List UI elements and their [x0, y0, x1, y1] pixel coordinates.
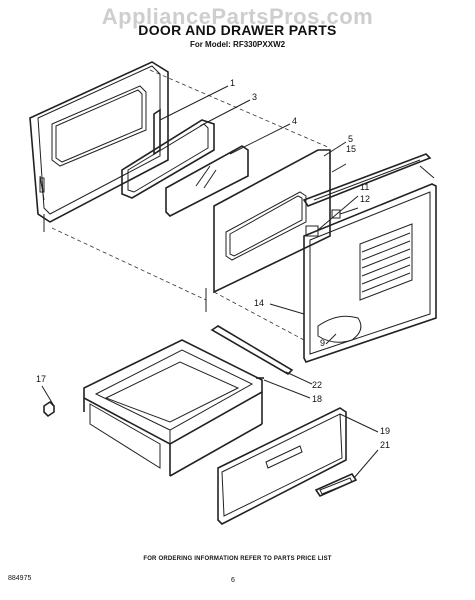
- page-number: 6: [231, 577, 235, 584]
- part-1-trim-strip: [153, 108, 161, 156]
- door-inner-panel: [303, 183, 437, 363]
- model-subtitle: For Model: RF330PXXW2: [189, 40, 286, 49]
- drawer-box: [83, 339, 263, 477]
- callout-19: 19: [380, 426, 390, 436]
- part-4-glass-pane: [165, 145, 249, 217]
- callout-9: 9: [320, 338, 325, 348]
- callout-22: 22: [312, 380, 322, 390]
- page-title: DOOR AND DRAWER PARTS: [138, 22, 337, 38]
- outer-door-panel: [29, 61, 169, 232]
- callout-11: 11: [360, 182, 369, 192]
- callout-3: 3: [252, 92, 257, 102]
- document-id: 884975: [8, 575, 32, 582]
- part-15-hinge-bar: [302, 153, 435, 207]
- callout-21: 21: [380, 440, 390, 450]
- callout-1: 1: [230, 78, 235, 88]
- part-17-drawer-stop: [43, 400, 55, 418]
- callout-18: 18: [312, 394, 322, 404]
- callout-14: 14: [254, 298, 264, 308]
- leader-lines: [41, 85, 379, 479]
- part-5-inner-liner: [205, 149, 331, 312]
- callout-15: 15: [346, 144, 356, 154]
- part-21-drawer-handle: [314, 472, 358, 498]
- alignment-lines: [51, 69, 331, 341]
- callout-5: 5: [348, 134, 353, 144]
- ordering-info-note: FOR ORDERING INFORMATION REFER TO PARTS …: [143, 556, 332, 562]
- callout-4: 4: [292, 116, 297, 126]
- vent-grille: [359, 223, 413, 301]
- callout-12: 12: [360, 194, 370, 204]
- callout-labels: 1 3 4 5 15 11 12 14 9 17 22 18 19 21: [36, 78, 390, 450]
- watermark: AppliancePartsPros.com: [101, 4, 374, 29]
- callout-17: 17: [36, 374, 46, 384]
- part-22-drawer-rail: [210, 325, 294, 376]
- part-19-drawer-front: [217, 407, 347, 525]
